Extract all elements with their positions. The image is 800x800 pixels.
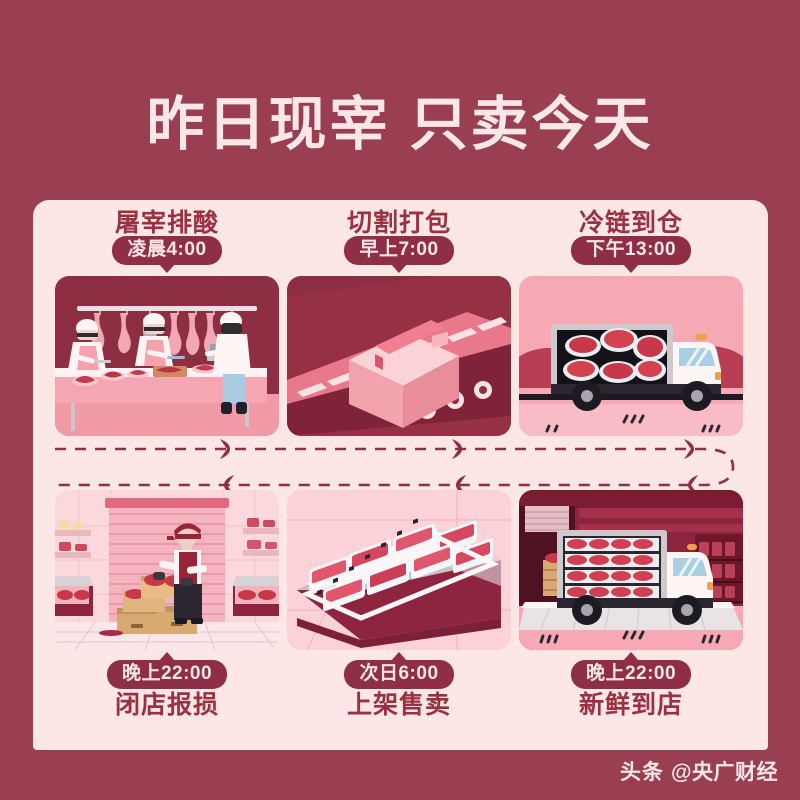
step-time-badge: 晚上22:00 xyxy=(570,660,692,689)
step-store-closing: 晚上22:00 闭店报损 xyxy=(55,490,279,718)
step-time-wrap: 晚上22:00 xyxy=(519,660,743,692)
step-image-refrigerated-truck-with-meat xyxy=(519,276,743,437)
step-heading: 屠宰排酸 xyxy=(114,209,219,237)
flow-connector xyxy=(55,439,735,495)
step-time-wrap: 下午13:00 xyxy=(519,236,743,268)
step-image-butchers-cutting-meat xyxy=(55,276,279,437)
step-cold-chain: 冷链到仓 下午13:00 xyxy=(519,209,743,437)
step-fresh-arrival: 晚上22:00 新鲜到店 xyxy=(519,490,743,718)
step-image-delivery-truck-at-dock xyxy=(519,490,743,650)
step-heading: 切割打包 xyxy=(346,209,451,237)
step-packaging: 切割打包 早上7:00 xyxy=(287,209,511,437)
step-time-badge: 凌晨4:00 xyxy=(112,236,222,266)
step-image-worker-packing-boxes-in-store xyxy=(55,490,279,650)
step-on-shelf: 次日6:00 上架售卖 xyxy=(287,490,511,718)
steps-card: 屠宰排酸 凌晨4:00 xyxy=(33,200,768,750)
step-time-wrap: 凌晨4:00 xyxy=(55,236,279,268)
step-heading: 冷链到仓 xyxy=(578,209,683,237)
step-time-badge: 下午13:00 xyxy=(570,236,692,266)
step-time-wrap: 早上7:00 xyxy=(287,236,511,268)
step-time-wrap: 晚上22:00 xyxy=(55,660,279,692)
step-time-wrap: 次日6:00 xyxy=(287,660,511,692)
connector-chevron-right xyxy=(220,439,694,459)
step-time-badge: 次日6:00 xyxy=(344,660,454,689)
step-time-badge: 晚上22:00 xyxy=(106,660,228,689)
footer-watermark: 头条 @央广财经 xyxy=(620,756,778,786)
step-image-box-on-conveyor xyxy=(287,276,511,437)
footer-brand: 头条 xyxy=(620,761,665,784)
step-slaughter: 屠宰排酸 凌晨4:00 xyxy=(55,209,279,437)
step-image-meat-display-case xyxy=(287,490,511,650)
footer-account: @央广财经 xyxy=(671,761,778,784)
step-heading: 闭店报损 xyxy=(114,691,219,719)
step-time-badge: 早上7:00 xyxy=(344,236,454,266)
step-heading: 新鲜到店 xyxy=(578,691,683,719)
step-heading: 上架售卖 xyxy=(346,691,451,719)
page-title: 昨日现宰 只卖今天 xyxy=(146,92,654,157)
